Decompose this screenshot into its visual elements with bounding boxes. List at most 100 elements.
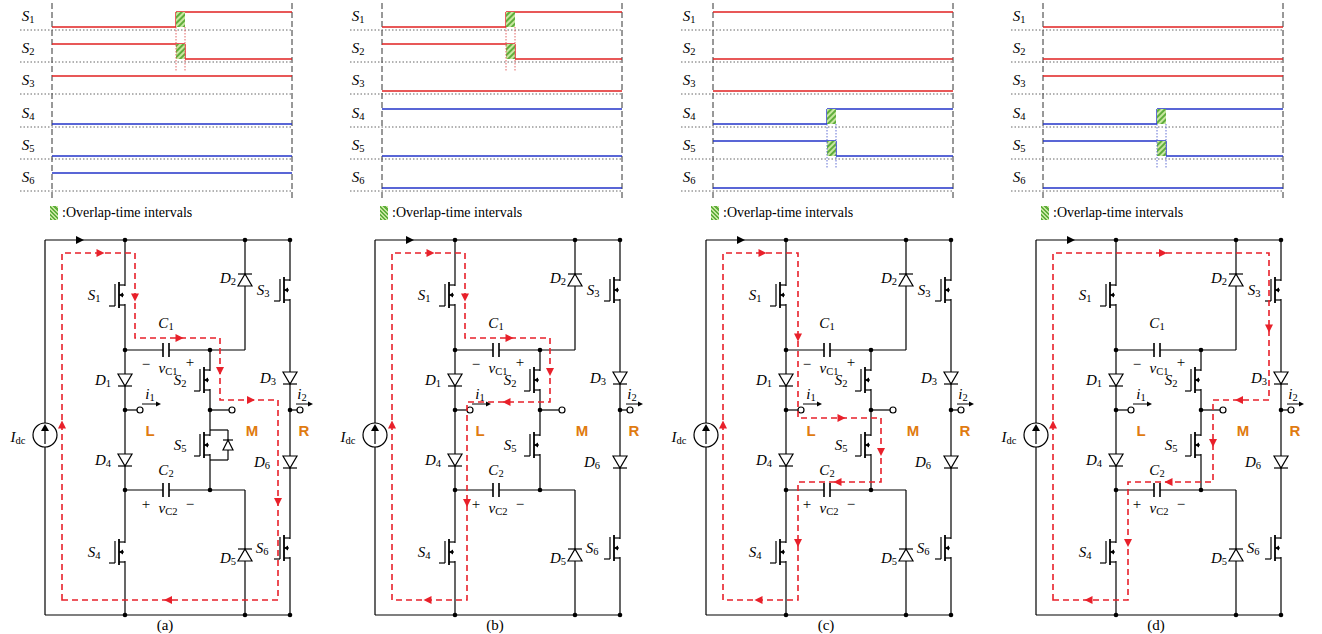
component-label: S5 bbox=[352, 138, 365, 153]
component-label: D3 bbox=[260, 371, 276, 386]
component-label: i2 bbox=[958, 387, 967, 402]
plain-label: + bbox=[516, 355, 524, 370]
component-label: C2 bbox=[819, 463, 834, 478]
component-label: D1 bbox=[756, 373, 772, 388]
component-label: S4 bbox=[418, 545, 431, 560]
component-label: S3 bbox=[587, 283, 600, 298]
component-label: S5 bbox=[504, 438, 517, 453]
component-label: vC2 bbox=[1150, 501, 1169, 516]
component-label: S3 bbox=[1248, 283, 1261, 298]
component-label: S4 bbox=[1013, 106, 1026, 121]
component-label: S5 bbox=[683, 138, 696, 153]
terminal-label: R bbox=[1290, 423, 1301, 438]
plain-label: + bbox=[142, 497, 150, 512]
component-label: i1 bbox=[806, 387, 815, 402]
component-label: S2 bbox=[352, 41, 365, 56]
plain-label: − bbox=[1133, 357, 1141, 372]
component-label: vC2 bbox=[159, 501, 178, 516]
terminal-label: R bbox=[629, 423, 640, 438]
component-label: S1 bbox=[1079, 288, 1092, 303]
legend-text: :Overlap-time intervals bbox=[723, 206, 853, 220]
component-label: S6 bbox=[22, 170, 35, 185]
plain-label: (a) bbox=[157, 618, 174, 633]
terminal-label: L bbox=[806, 423, 815, 438]
component-label: S5 bbox=[174, 438, 187, 453]
terminal-label: R bbox=[299, 423, 310, 438]
component-label: S5 bbox=[1013, 138, 1026, 153]
component-label: D4 bbox=[756, 453, 772, 468]
component-label: C2 bbox=[488, 463, 503, 478]
plain-label: − bbox=[803, 357, 811, 372]
component-label: C2 bbox=[1149, 463, 1164, 478]
panel-drawing bbox=[20, 3, 313, 617]
component-label: D3 bbox=[590, 371, 606, 386]
component-label: Idc bbox=[11, 430, 26, 445]
component-label: D4 bbox=[95, 453, 111, 468]
component-label: i2 bbox=[297, 387, 306, 402]
component-label: S4 bbox=[22, 106, 35, 121]
component-label: S4 bbox=[352, 106, 365, 121]
component-label: S5 bbox=[22, 138, 35, 153]
component-label: S1 bbox=[418, 288, 431, 303]
terminal-label: R bbox=[960, 423, 971, 438]
component-label: i1 bbox=[1136, 387, 1145, 402]
component-label: S5 bbox=[1165, 438, 1178, 453]
component-label: i2 bbox=[1288, 387, 1297, 402]
legend-swatch bbox=[50, 206, 58, 220]
plain-label: (c) bbox=[818, 618, 835, 633]
component-label: Idc bbox=[341, 430, 356, 445]
terminal-label: M bbox=[246, 423, 259, 438]
component-label: C1 bbox=[488, 316, 503, 331]
component-label: S3 bbox=[1013, 73, 1026, 88]
component-label: D1 bbox=[425, 373, 441, 388]
component-label: i1 bbox=[145, 387, 154, 402]
legend-text: :Overlap-time intervals bbox=[1053, 206, 1183, 220]
component-label: D3 bbox=[921, 371, 937, 386]
component-label: vC2 bbox=[489, 501, 508, 516]
component-label: Idc bbox=[672, 430, 687, 445]
plain-label: + bbox=[186, 355, 194, 370]
plain-label: − bbox=[186, 497, 194, 512]
component-label: S6 bbox=[1247, 541, 1260, 556]
component-label: i2 bbox=[627, 387, 636, 402]
component-label: D2 bbox=[881, 271, 897, 286]
component-label: i1 bbox=[475, 387, 484, 402]
component-label: S3 bbox=[352, 73, 365, 88]
component-label: S6 bbox=[256, 541, 269, 556]
plain-label: − bbox=[516, 497, 524, 512]
plain-label: (d) bbox=[1147, 618, 1165, 633]
plain-label: − bbox=[142, 357, 150, 372]
component-label: S2 bbox=[504, 373, 517, 388]
component-label: S3 bbox=[918, 283, 931, 298]
component-label: D4 bbox=[1086, 453, 1102, 468]
plain-label: + bbox=[803, 497, 811, 512]
component-label: S6 bbox=[352, 170, 365, 185]
terminal-label: M bbox=[576, 423, 589, 438]
terminal-label: M bbox=[1237, 423, 1250, 438]
component-label: S4 bbox=[749, 545, 762, 560]
component-label: S3 bbox=[683, 73, 696, 88]
component-label: D4 bbox=[425, 453, 441, 468]
panel-drawing bbox=[1011, 3, 1304, 617]
plain-label: − bbox=[847, 497, 855, 512]
component-label: S1 bbox=[22, 9, 35, 24]
component-label: S1 bbox=[683, 9, 696, 24]
component-label: D5 bbox=[550, 551, 566, 566]
panel-drawing bbox=[350, 3, 643, 617]
component-label: S3 bbox=[257, 283, 270, 298]
component-label: D2 bbox=[1211, 271, 1227, 286]
component-label: S2 bbox=[1165, 373, 1178, 388]
component-label: D2 bbox=[550, 271, 566, 286]
terminal-label: L bbox=[475, 423, 484, 438]
legend-text: :Overlap-time intervals bbox=[392, 206, 522, 220]
component-label: D6 bbox=[584, 455, 600, 470]
component-label: D3 bbox=[1251, 371, 1267, 386]
component-label: S2 bbox=[683, 41, 696, 56]
component-label: vC2 bbox=[820, 501, 839, 516]
plain-label: + bbox=[847, 355, 855, 370]
plain-label: − bbox=[472, 357, 480, 372]
component-label: D6 bbox=[254, 455, 270, 470]
component-label: S3 bbox=[22, 73, 35, 88]
plain-label: − bbox=[1177, 497, 1185, 512]
